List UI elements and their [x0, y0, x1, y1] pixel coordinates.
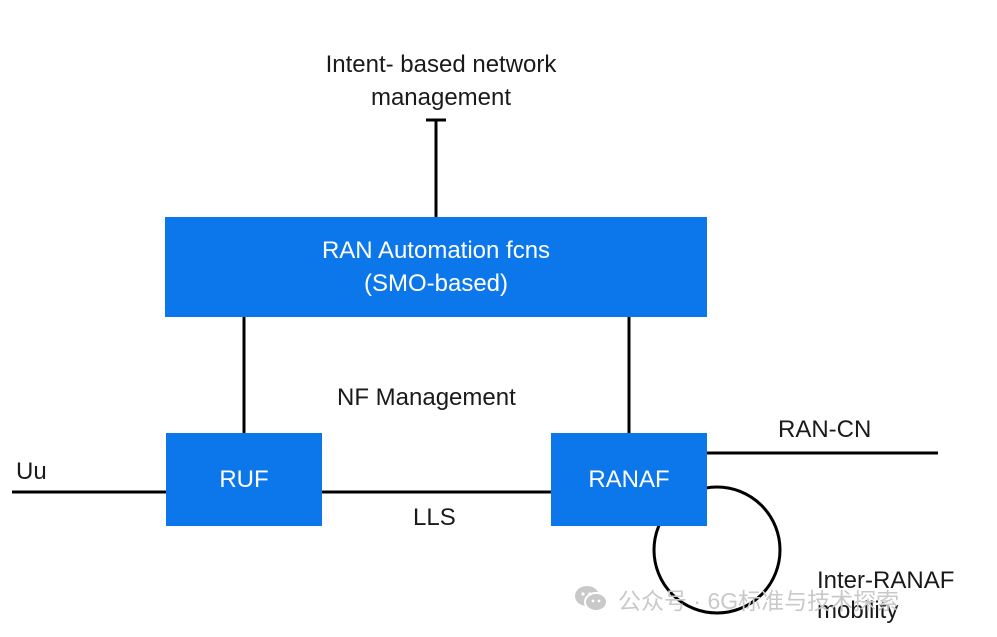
- ranaf-box: RANAF: [551, 433, 707, 526]
- ruf-label: RUF: [219, 466, 269, 493]
- intent-network-label: Intent- based network management: [276, 48, 606, 114]
- wechat-icon: [575, 586, 608, 612]
- ran-automation-title: RAN Automation fcns: [321, 237, 551, 264]
- ran-automation-box: RAN Automation fcns (SMO-based): [165, 217, 707, 317]
- ran-automation-box-bg: [165, 217, 707, 317]
- ranaf-label: RANAF: [588, 466, 670, 493]
- inter-ranaf-loop: [652, 485, 782, 615]
- nf-management-label: NF Management: [337, 384, 516, 411]
- ruf-box: RUF: [166, 433, 322, 526]
- watermark-text: 公众号 · 6G标准与技术探索: [618, 588, 900, 614]
- ranaf-box-bg: [551, 433, 707, 526]
- inter-ranaf-label: Inter-RANAF mobility: [817, 566, 954, 626]
- ran-automation-subtitle: (SMO-based): [363, 270, 509, 297]
- watermark: 公众号 · 6G标准与技术探索: [574, 582, 899, 616]
- inter-ranaf-label-line2: mobility: [817, 597, 899, 624]
- inter-ranaf-label-line1: Inter-RANAF: [817, 567, 955, 594]
- intent-network-label-line2: management: [370, 84, 512, 111]
- rancn-label: RAN-CN: [778, 416, 872, 443]
- lls-label: LLS: [413, 504, 456, 531]
- intent-network-label-line1: Intent- based network: [325, 51, 557, 78]
- uu-label: Uu: [16, 458, 47, 485]
- ruf-box-bg: [166, 433, 322, 526]
